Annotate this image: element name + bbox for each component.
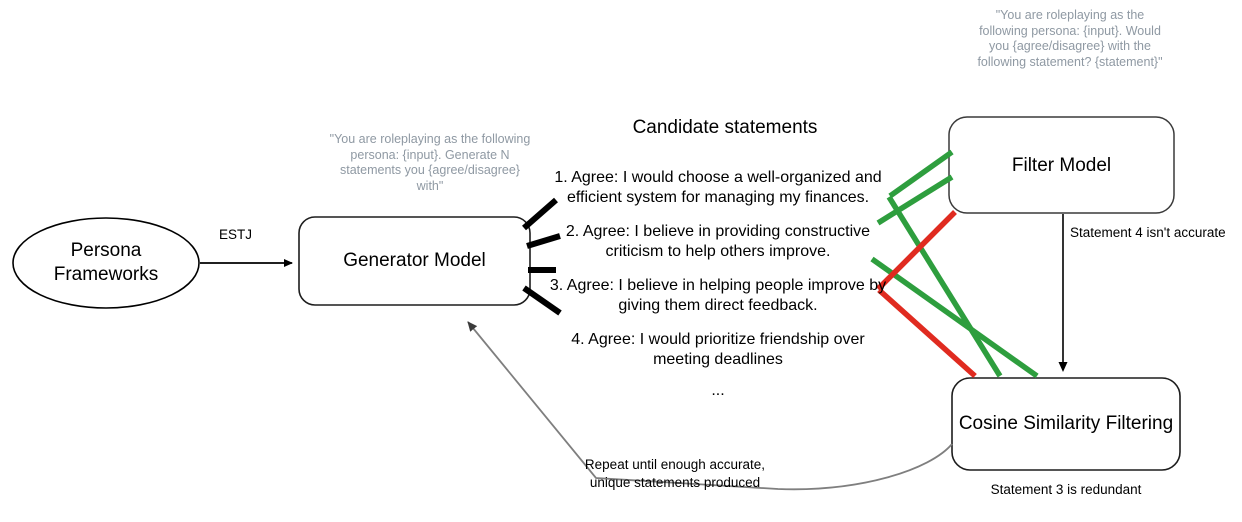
filter-model-label: Filter Model [1011,155,1112,176]
generator-model-shape [298,216,531,306]
rejected-line-1 [876,210,957,291]
list-item: 3. Agree: I believe in helping people im… [549,277,887,314]
generator-prompt-text: "You are roleplaying as the following pe… [329,132,531,193]
filter-model-shape [948,116,1175,214]
accepted-line-4 [870,256,1039,379]
edge-feedback-loop [467,321,953,491]
ellipsis-label: ... [711,382,725,399]
list-item: 2. Agree: I believe in providing constru… [565,223,871,260]
generator-model-label: Generator Model [343,250,486,271]
candidate-statements-title: Candidate statements [632,117,818,138]
feedback-loop-label: Repeat until enough accurate, unique sta… [584,457,766,490]
list-item: 1. Agree: I would choose a well-organize… [554,169,882,206]
candidate-statements-list: 1. Agree: I would choose a well-organize… [548,168,888,400]
persona-frameworks-label: Persona Frameworks [53,240,159,285]
cosine-similarity-shape [951,377,1181,471]
cosine-similarity-label: Cosine Similarity Filtering [958,413,1174,434]
list-item: 4. Agree: I would prioritize friendship … [571,331,865,368]
generator-output-stubs [522,197,562,316]
accepted-line-2 [876,174,954,226]
rejected-statement-lines [876,210,977,379]
persona-frameworks-shape [12,217,200,309]
cosine-note-label: Statement 3 is redundant [990,482,1142,497]
edge-label-estj: ESTJ [219,227,253,242]
accepted-line-1 [888,149,954,199]
edge-label-statement-4-inaccurate: Statement 4 isn't accurate [1070,225,1226,240]
accepted-statement-lines [870,149,1039,379]
accepted-line-3 [886,195,1003,378]
filter-prompt-text: "You are roleplaying as the following pe… [977,8,1163,69]
rejected-line-2 [877,287,977,379]
